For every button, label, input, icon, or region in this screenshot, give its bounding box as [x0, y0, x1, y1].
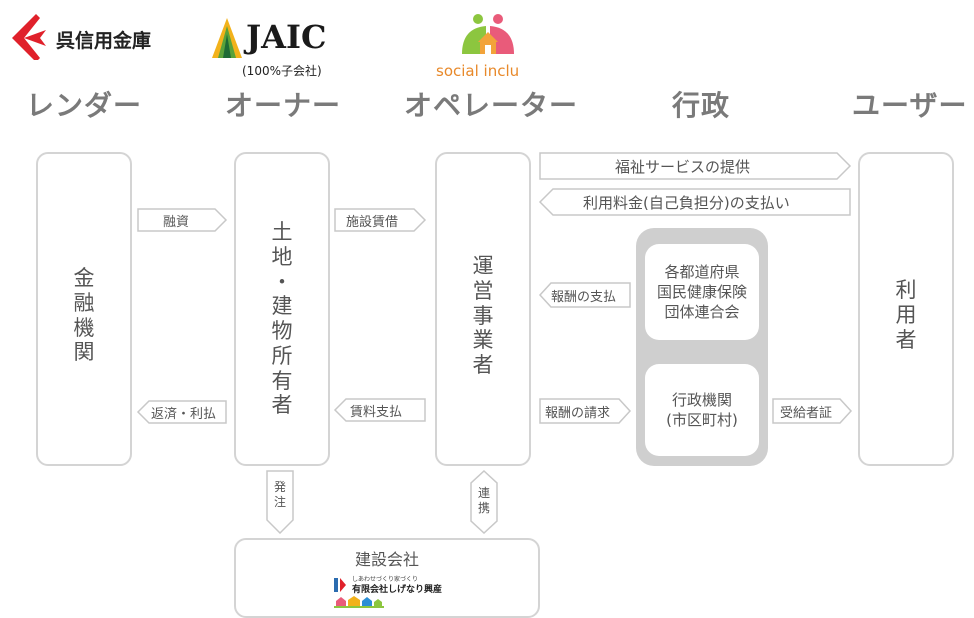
left-arrow-shape: [538, 282, 631, 308]
kure-logo: 呉信用金庫: [10, 12, 170, 60]
sk-mark-icon: [334, 578, 346, 592]
rent-arrow: 賃料支払: [333, 398, 426, 422]
shigenari-name: 有限会社しげなり興産: [352, 585, 443, 595]
user-box: 利 用 者: [858, 152, 954, 466]
role-owner: オーナー: [225, 89, 342, 122]
role-government: 行政: [672, 89, 731, 122]
social-inclu-text: social inclu: [436, 62, 520, 80]
builder-box: 建設会社 しあわせづくり家づくり 有限会社しげなり興産: [234, 538, 540, 618]
right-arrow-shape: [334, 208, 427, 232]
houses-icon: [334, 596, 384, 608]
social-inclu-mark-icon: [462, 14, 514, 54]
operator-label: 運 営 事 業 者: [472, 254, 494, 378]
social-inclu-logo: social inclu: [436, 12, 546, 82]
welfare-service-arrow: 福祉サービスの提供: [539, 152, 852, 180]
reward-payment-arrow: 報酬の支払: [538, 282, 631, 308]
loan-arrow: 融資: [137, 208, 228, 232]
lender-label: 金 融 機 関: [73, 266, 95, 365]
lease-label: 施設賃借: [346, 214, 399, 230]
reward-payment-label: 報酬の支払: [551, 289, 617, 305]
left-arrow-shape: [333, 398, 426, 422]
link-arrow: 連 携: [470, 470, 498, 534]
role-operator: オペレーター: [404, 89, 579, 122]
jaic-logo-text: JAIC: [246, 18, 327, 56]
updown-arrow-shape: [470, 470, 498, 534]
right-arrow-shape: [772, 398, 853, 424]
lender-box: 金 融 機 関: [36, 152, 132, 466]
kure-logo-mark-icon: [12, 14, 46, 60]
lease-arrow: 施設賃借: [334, 208, 427, 232]
jaic-triangle-icon: [212, 18, 242, 58]
order-arrow: 発 注: [266, 470, 294, 534]
pref-federation-box: 各都道府県 国民健康保険 団体連合会: [645, 244, 759, 340]
left-arrow-shape: [136, 400, 227, 424]
fee-payment-label: 利用料金(自己負担分)の支払い: [583, 193, 790, 212]
down-arrow-shape: [266, 470, 294, 534]
right-arrow-shape: [539, 152, 852, 180]
loan-label: 融資: [163, 214, 190, 230]
owner-label: 土 地 ・ 建 物 所 有 者: [271, 220, 293, 418]
owner-box: 土 地 ・ 建 物 所 有 者: [234, 152, 330, 466]
role-user: ユーザー: [852, 89, 968, 122]
right-arrow-shape: [137, 208, 228, 232]
right-arrow-shape: [539, 398, 632, 424]
role-lender: レンダー: [26, 89, 143, 122]
government-panel: 各都道府県 国民健康保険 団体連合会 行政機関 (市区町村): [636, 228, 768, 466]
reward-request-arrow: 報酬の請求: [539, 398, 632, 424]
fee-payment-arrow: 利用料金(自己負担分)の支払い: [538, 188, 851, 216]
municipality-box: 行政機関 (市区町村): [645, 364, 759, 456]
left-arrow-shape: [538, 188, 851, 216]
repay-label: 返済・利払: [151, 406, 217, 422]
link-label: 連 携: [477, 486, 490, 515]
certificate-label: 受給者証: [780, 405, 833, 421]
builder-label: 建設会社: [354, 550, 419, 569]
jaic-subtitle: (100%子会社): [242, 64, 322, 78]
certificate-arrow: 受給者証: [772, 398, 853, 424]
rent-label: 賃料支払: [350, 404, 403, 420]
user-label: 利 用 者: [895, 278, 917, 352]
welfare-service-label: 福祉サービスの提供: [615, 157, 751, 176]
shigenari-logo: しあわせづくり家づくり 有限会社しげなり興産: [332, 574, 452, 608]
repay-arrow: 返済・利払: [136, 400, 227, 424]
jaic-logo: JAIC (100%子会社): [212, 14, 352, 80]
order-label: 発 注: [273, 480, 286, 509]
shigenari-tagline: しあわせづくり家づくり: [352, 576, 419, 583]
reward-request-label: 報酬の請求: [545, 405, 611, 421]
operator-box: 運 営 事 業 者: [435, 152, 531, 466]
kure-logo-text: 呉信用金庫: [56, 30, 152, 52]
